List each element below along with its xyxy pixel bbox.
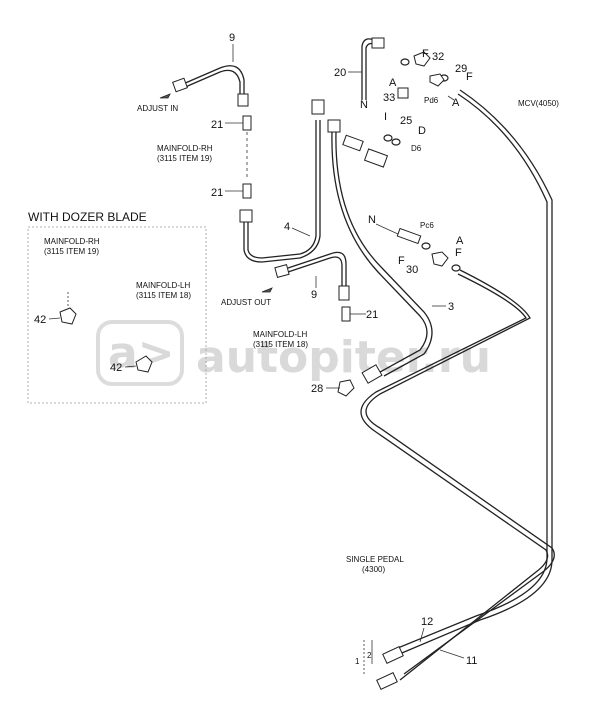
fitting-33 [397, 87, 409, 99]
part-21-a: 21 [211, 119, 223, 131]
part-f-30: F [398, 255, 405, 267]
label-adjust-in: ADJUST IN [137, 104, 178, 113]
part-f-2: F [466, 71, 473, 83]
label-mainfold-rh: MAINFOLD-RH [157, 144, 213, 153]
fitting-30 [431, 251, 449, 267]
fitting-cluster-middle: N Pc6 A F F 30 [368, 214, 464, 276]
part-f-3: F [455, 247, 462, 259]
part-21-b: 21 [211, 187, 223, 199]
hose-9-lower: 9 ADJUST OUT [221, 251, 350, 307]
fitting-29 [429, 73, 445, 87]
part-a-1: A [389, 77, 397, 89]
part-n-upper: N [360, 99, 368, 111]
label-pd6: Pd6 [424, 96, 439, 105]
part-3: 3 [448, 301, 454, 313]
part-n-middle: N [368, 214, 376, 226]
inset-title: WITH DOZER BLADE [28, 210, 147, 224]
part-12: 12 [421, 616, 433, 628]
mcv-hoses: MCV(4050) SINGLE PEDAL (4300) [346, 89, 559, 681]
part-33: 33 [383, 92, 395, 104]
fitting-cluster-upper: 20 N F 32 A 33 Pd6 29 F A I 25 D D6 [334, 37, 473, 168]
part-32: 32 [432, 51, 444, 63]
fitting-32 [413, 51, 431, 67]
part-21-c: 21 [366, 309, 378, 321]
label-d6: D6 [411, 144, 422, 153]
part-9-upper: 9 [229, 32, 235, 44]
label-adjust-out: ADJUST OUT [221, 298, 271, 307]
label-mainfold-rh-ref: (3115 ITEM 19) [157, 154, 212, 163]
part-9-lower: 9 [311, 289, 317, 301]
part-30: 30 [406, 264, 418, 276]
hose-9-upper: 9 ADJUST IN [137, 32, 249, 113]
inset-elbow-fitting-b [135, 355, 153, 373]
part-a-2: A [452, 97, 460, 109]
part-29: 29 [455, 63, 467, 75]
fitting-28 [337, 379, 355, 397]
hose-3: 3 [327, 119, 454, 384]
part-f-1: F [422, 48, 429, 60]
part-1: 1 [355, 657, 360, 666]
part-2: 2 [367, 651, 372, 660]
part-i: I [384, 111, 387, 123]
watermark: a> autopiter.ru [96, 320, 491, 386]
inset-mainfold-lh: MAINFOLD-LH [136, 281, 190, 290]
hose-11-12: 12 11 1 2 [355, 616, 477, 690]
inset-leader-a2 [48, 317, 61, 320]
dozer-blade-inset: WITH DOZER BLADE MAINFOLD-RH (3115 ITEM … [27, 210, 207, 404]
hose-4: 4 [239, 99, 325, 263]
fitting-21-set: 21 21 MAINFOLD-RH (3115 ITEM 19) [157, 115, 252, 199]
adjust-out-arrow [261, 287, 273, 293]
part-4: 4 [284, 221, 290, 233]
watermark-text: autopiter.ru [196, 332, 491, 383]
watermark-logo-box [96, 320, 184, 386]
label-single-pedal-ref: (4300) [362, 565, 385, 574]
label-pc6: Pc6 [420, 221, 434, 230]
part-11: 11 [466, 655, 477, 667]
label-mainfold-lh: MAINFOLD-LH [253, 330, 307, 339]
part-28: 28 [311, 383, 323, 395]
inset-item-a: 42 [34, 314, 46, 326]
inset-mainfold-lh-ref: (3115 ITEM 18) [136, 291, 191, 300]
o-ring-32 [400, 58, 410, 66]
label-single-pedal: SINGLE PEDAL [346, 555, 404, 564]
part-d: D [418, 125, 426, 137]
fitting-21-lower-group: 21 MAINFOLD-LH (3115 ITEM 18) 28 [253, 306, 378, 397]
inset-item-b: 42 [110, 362, 122, 374]
part-25: 25 [400, 115, 412, 127]
inset-leader-b [124, 365, 137, 368]
inset-frame [27, 226, 207, 404]
part-a-3: A [456, 235, 464, 247]
inset-elbow-fitting-a [59, 307, 77, 325]
part-20: 20 [334, 67, 346, 79]
leader-4 [291, 227, 311, 237]
inset-mainfold-rh: MAINFOLD-RH [44, 237, 100, 246]
adjust-in-arrow [159, 93, 171, 99]
inset-mainfold-rh-ref: (3115 ITEM 19) [44, 247, 99, 256]
label-mcv: MCV(4050) [518, 99, 559, 108]
label-mainfold-lh-ref: (3115 ITEM 18) [253, 340, 308, 349]
